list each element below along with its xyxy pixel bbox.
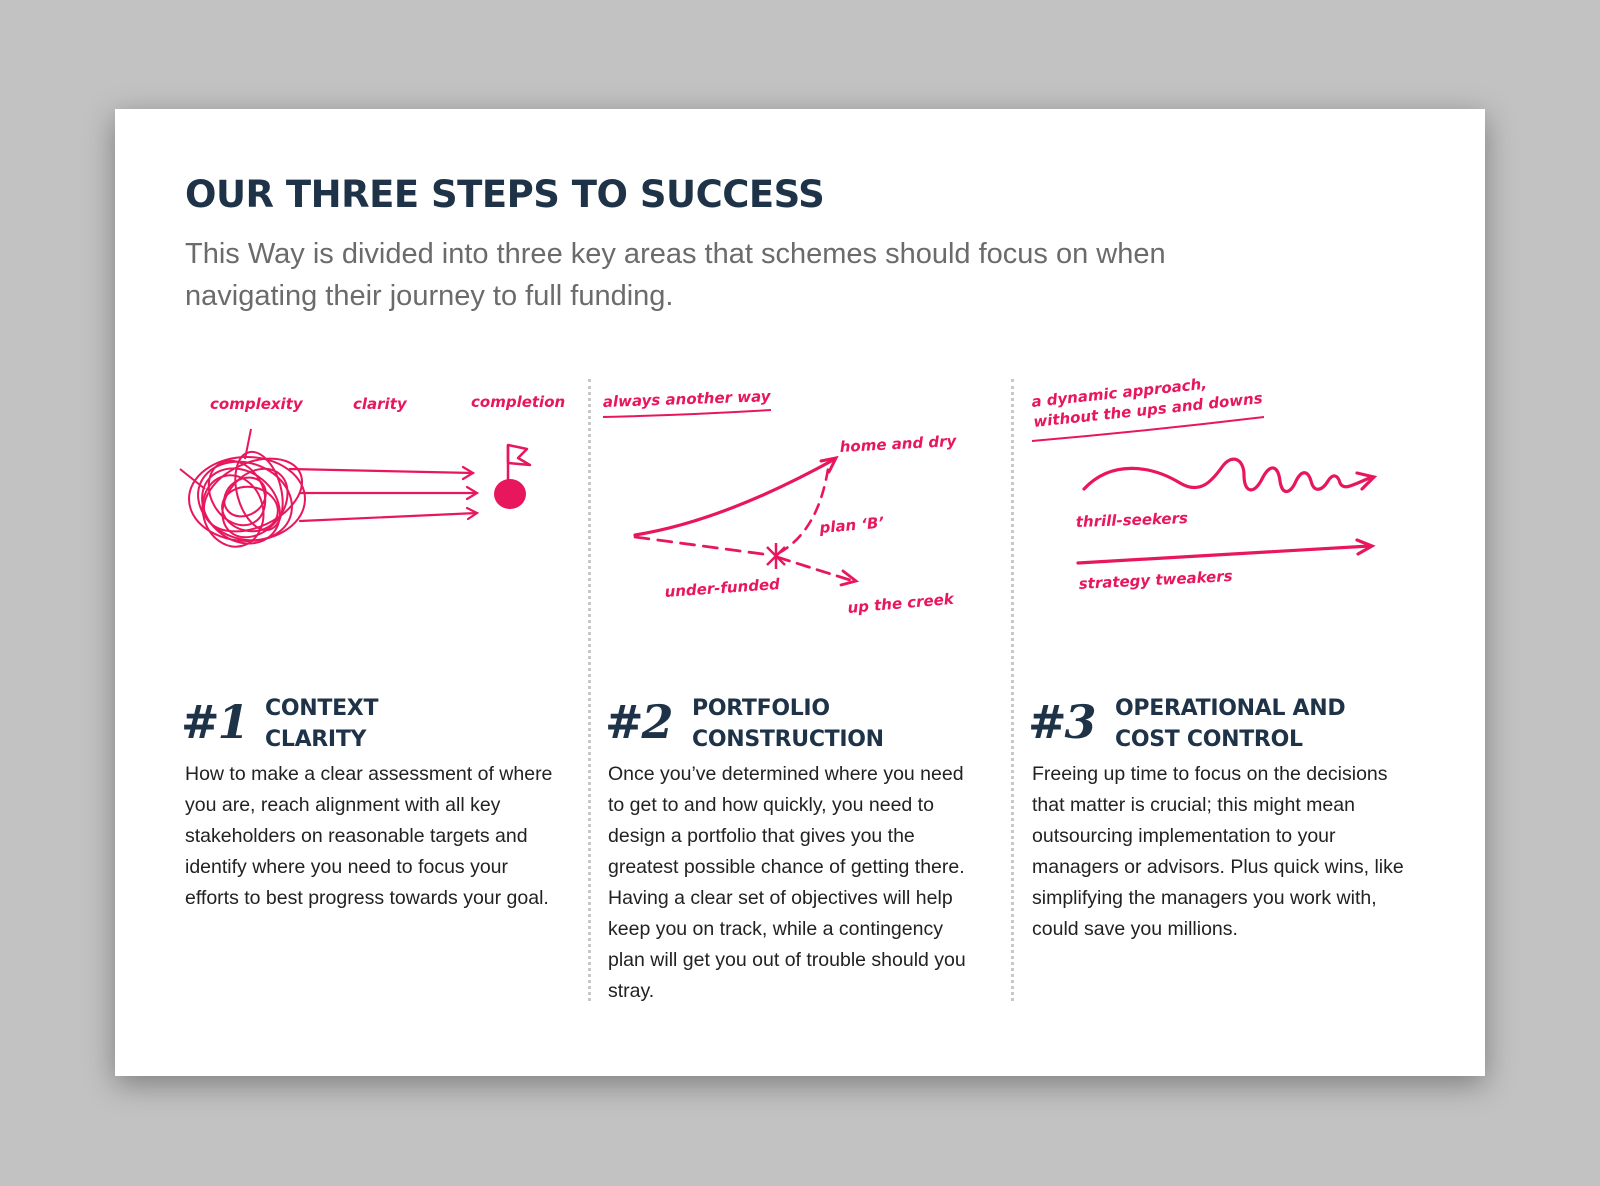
step-heading-1-line2: CLARITY bbox=[265, 727, 367, 752]
page-title: OUR THREE STEPS TO SUCCESS bbox=[185, 173, 825, 216]
wavy-arrow bbox=[1082, 457, 1378, 494]
step-heading-3: OPERATIONAL AND COST CONTROL bbox=[1115, 693, 1425, 755]
step-heading-3-line1: OPERATIONAL AND bbox=[1115, 696, 1346, 721]
straight-arrow bbox=[1076, 538, 1376, 565]
arrows-to-completion bbox=[288, 465, 480, 523]
caption-underline bbox=[602, 409, 772, 418]
label-complexity: complexity bbox=[210, 395, 304, 413]
page-card: OUR THREE STEPS TO SUCCESS This Way is d… bbox=[115, 109, 1485, 1076]
step-heading-2-line1: PORTFOLIO bbox=[692, 696, 830, 721]
path-arrows bbox=[633, 455, 860, 587]
label-plan-b: plan ‘B’ bbox=[818, 513, 885, 537]
step-heading-2: PORTFOLIO CONSTRUCTION bbox=[692, 693, 1002, 755]
step-heading-3-line2: COST CONTROL bbox=[1115, 727, 1303, 752]
label-thrill-seekers: thrill-seekers bbox=[1076, 509, 1189, 531]
label-completion: completion bbox=[471, 393, 565, 411]
sketch-always-another-way: always another way home and dry plan ‘B’… bbox=[602, 387, 958, 617]
label-strategy-tweakers: strategy tweakers bbox=[1078, 567, 1233, 593]
step-body-1: How to make a clear assessment of where … bbox=[185, 763, 553, 909]
flag-ball-icon bbox=[494, 443, 532, 509]
label-always-another-way: always another way bbox=[603, 387, 773, 411]
cross-mark-icon bbox=[766, 543, 786, 569]
label-under-funded: under-funded bbox=[664, 575, 781, 601]
step-number-2: #2 bbox=[605, 695, 674, 749]
label-clarity: clarity bbox=[353, 395, 408, 413]
label-home-and-dry: home and dry bbox=[839, 432, 958, 456]
step-body-3: Freeing up time to focus on the decision… bbox=[1032, 763, 1404, 940]
step-number-3: #3 bbox=[1028, 695, 1097, 749]
step-heading-1: CONTEXT CLARITY bbox=[265, 693, 575, 755]
caption-underline bbox=[1031, 416, 1265, 442]
page-subtitle: This Way is divided into three key areas… bbox=[185, 238, 1166, 312]
sketch-complexity-to-completion: complexity clarity completion bbox=[179, 393, 565, 548]
column-divider-2 bbox=[1011, 379, 1014, 1001]
step-heading-1-line1: CONTEXT bbox=[265, 696, 379, 721]
step-number-1: #1 bbox=[181, 695, 250, 749]
tangle-scribble-icon bbox=[179, 428, 306, 548]
step-body-2: Once you’ve determined where you need to… bbox=[608, 763, 966, 1002]
column-divider-1 bbox=[588, 379, 591, 1001]
sketch-dynamic-approach: a dynamic approach, without the ups and … bbox=[1031, 375, 1378, 593]
label-up-the-creek: up the creek bbox=[847, 590, 956, 617]
step-heading-2-line2: CONSTRUCTION bbox=[692, 727, 884, 752]
